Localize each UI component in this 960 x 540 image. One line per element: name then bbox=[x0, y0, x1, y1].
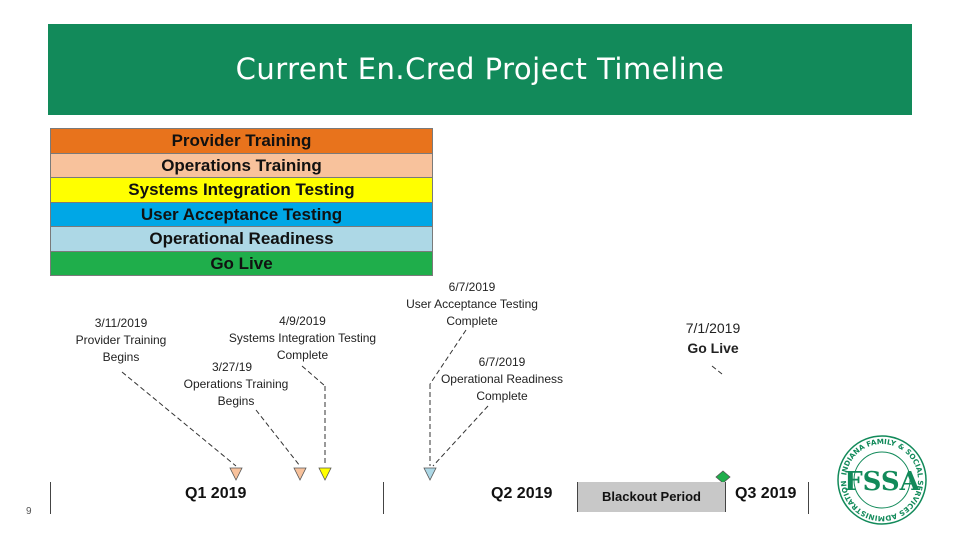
milestone-text: Begins bbox=[217, 394, 255, 408]
blackout-period: Blackout Period bbox=[577, 482, 726, 512]
milestone-text: Complete bbox=[476, 389, 528, 403]
milestone-text: User Acceptance Testing bbox=[406, 297, 538, 311]
legend-go-live: Go Live bbox=[50, 251, 433, 276]
title-banner: Current En.Cred Project Timeline bbox=[48, 24, 912, 115]
milestone-text: Begins bbox=[102, 350, 140, 364]
slide-title: Current En.Cred Project Timeline bbox=[235, 52, 725, 86]
legend-provider-training: Provider Training bbox=[50, 128, 433, 154]
connector-provider-training bbox=[121, 371, 237, 467]
quarter-label-q1: Q1 2019 bbox=[185, 485, 247, 502]
milestone-text: Complete bbox=[276, 348, 329, 362]
svg-text:FSSA: FSSA bbox=[844, 467, 920, 497]
legend-operational-readiness: Operational Readiness bbox=[50, 227, 433, 252]
legend-systems-integration-testing: Systems Integration Testing bbox=[50, 178, 433, 203]
legend-operations-training: Operations Training bbox=[50, 153, 433, 178]
marker-provider-training bbox=[229, 467, 243, 481]
milestone-text: Systems Integration Testing bbox=[228, 331, 377, 345]
milestone-operational-readiness: 6/7/2019 Operational Readiness Complete bbox=[432, 354, 572, 405]
milestone-date: 3/27/19 bbox=[212, 360, 253, 374]
connector-systems-integration-elbow bbox=[301, 365, 326, 387]
milestone-user-acceptance: 6/7/2019 User Acceptance Testing Complet… bbox=[396, 279, 548, 330]
legend-user-acceptance-testing: User Acceptance Testing bbox=[50, 202, 433, 227]
quarter-label-q3: Q3 2019 bbox=[735, 485, 797, 502]
fssa-logo-icon: INDIANA FAMILY & SOCIAL SERVICES ADMINIS… bbox=[837, 435, 927, 525]
milestone-go-live: 7/1/2019 Go Live bbox=[668, 318, 758, 358]
page-number: 9 bbox=[26, 506, 32, 517]
milestone-date: 3/11/2019 bbox=[94, 316, 148, 330]
marker-systems-integration bbox=[318, 467, 332, 481]
marker-user-acceptance bbox=[423, 467, 437, 481]
milestone-systems-integration: 4/9/2019 Systems Integration Testing Com… bbox=[215, 313, 390, 364]
connector-go-live bbox=[711, 365, 723, 375]
milestone-date: 6/7/2019 bbox=[448, 280, 496, 294]
milestone-date: 4/9/2019 bbox=[279, 314, 326, 328]
milestone-operations-training: 3/27/19 Operations Training Begins bbox=[172, 359, 300, 410]
milestone-date: 7/1/2019 bbox=[685, 320, 741, 336]
milestone-provider-training: 3/11/2019 Provider Training Begins bbox=[58, 315, 184, 366]
milestone-text: Operational Readiness bbox=[440, 372, 564, 386]
quarter-label-q2: Q2 2019 bbox=[491, 485, 553, 502]
axis-divider bbox=[383, 482, 384, 514]
connector-operations-training bbox=[255, 409, 301, 467]
marker-operations-training bbox=[293, 467, 307, 481]
axis-divider bbox=[50, 482, 51, 514]
connector-user-acceptance-diagonal bbox=[429, 329, 467, 385]
milestone-text: Go Live bbox=[687, 340, 739, 356]
connector-operational-readiness bbox=[432, 405, 489, 467]
milestone-text: Provider Training bbox=[75, 333, 167, 347]
phase-legend: Provider Training Operations Training Sy… bbox=[50, 128, 433, 276]
milestone-text: Operations Training bbox=[183, 377, 289, 391]
milestone-date: 6/7/2019 bbox=[478, 355, 526, 369]
axis-divider bbox=[808, 482, 809, 514]
milestone-text: Complete bbox=[446, 314, 498, 328]
